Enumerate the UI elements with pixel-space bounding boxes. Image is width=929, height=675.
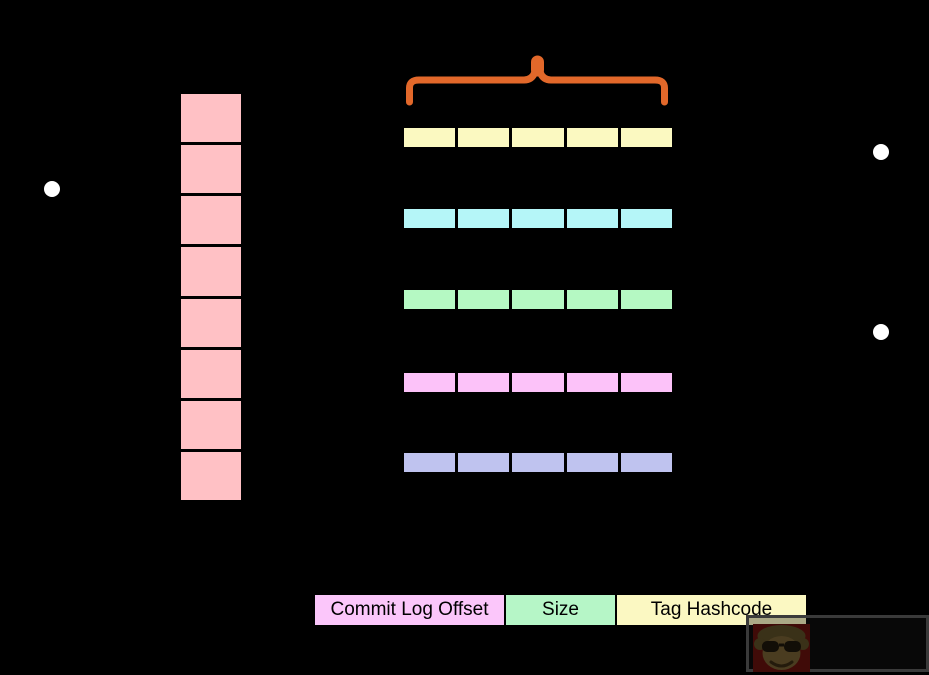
slot-cell [181,94,241,142]
entry-cell [509,209,563,228]
legend-item-size: Size [506,595,615,625]
legend: Commit Log Offset Size Tag Hashcode [315,595,806,625]
entry-cell [404,453,455,472]
slot-cell [181,142,241,193]
entry-cell [617,128,672,147]
entry-cell [509,128,563,147]
slot-cell [181,295,241,347]
slot-cell [181,448,241,500]
watermark-box [746,615,929,672]
slot-cell [181,346,241,398]
entry-cell [617,453,672,472]
entry-cell [455,453,509,472]
slot-cell [181,244,241,295]
legend-label: Tag Hashcode [650,599,773,620]
entry-cell [455,128,509,147]
bullet-dot [44,181,60,197]
entry-cell [617,373,672,392]
entry-cell [509,290,563,309]
index-entry-row-1 [404,128,672,147]
entry-cell [509,453,563,472]
bullet-dot [873,324,889,340]
avatar [753,624,810,672]
index-entry-row-5 [404,453,672,472]
index-entry-row-4 [404,373,672,392]
entry-cell [563,453,618,472]
bullet-dot [873,144,889,160]
entry-cell [563,373,618,392]
legend-item-commit-log-offset: Commit Log Offset [315,595,504,625]
entry-cell [455,209,509,228]
entry-cell [617,209,672,228]
entry-cell [617,290,672,309]
entry-cell [404,373,455,392]
legend-item-tag-hashcode: Tag Hashcode [617,595,806,625]
entry-cell [455,373,509,392]
legend-label: Commit Log Offset [330,599,489,620]
brace-icon [402,54,672,106]
index-entry-row-3 [404,290,672,309]
index-entry-row-2 [404,209,672,228]
entry-cell [563,290,618,309]
entry-cell [404,209,455,228]
hash-slot-column [181,94,241,500]
entry-cell [563,128,618,147]
entry-cell [509,373,563,392]
entry-cell [563,209,618,228]
entry-cell [404,128,455,147]
entry-cell [455,290,509,309]
slot-cell [181,397,241,449]
sunglasses-face-icon [754,625,809,670]
entry-cell [404,290,455,309]
legend-label: Size [542,599,579,620]
slot-cell [181,193,241,244]
